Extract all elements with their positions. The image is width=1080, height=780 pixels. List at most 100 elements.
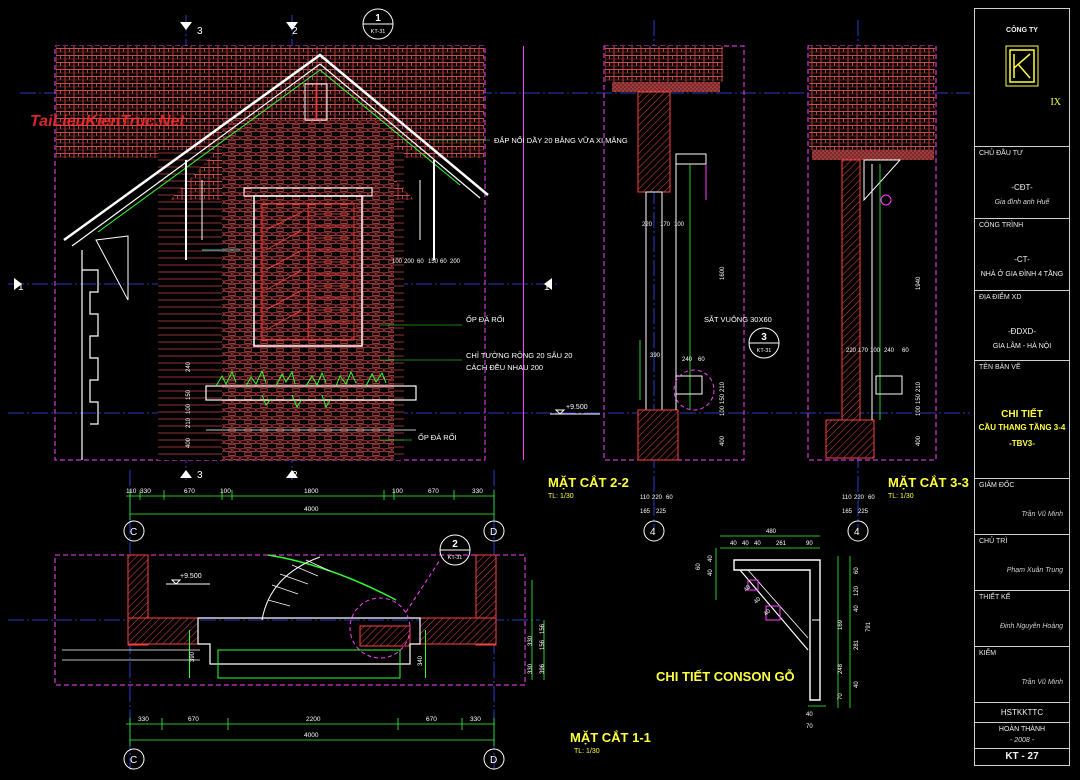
check-section: KIỂM Trần Vũ Minh xyxy=(975,647,1069,703)
level-marker-section: +9.500 xyxy=(566,404,588,411)
director-name: Trần Vũ Minh xyxy=(1021,511,1064,518)
company-logo xyxy=(1005,45,1039,87)
status-year: - 2008 - xyxy=(1009,737,1035,744)
dim-window-3: 60 xyxy=(417,259,424,265)
callout-2-ref: KT-31 xyxy=(448,555,463,561)
dim-plan-right-3: 156 xyxy=(540,639,546,650)
company-section: CÔNG TY IX xyxy=(975,9,1069,147)
dim-window-2: 200 xyxy=(404,259,415,265)
company-code: IX xyxy=(1050,97,1061,108)
dim-s22-vert-3: 100 xyxy=(720,405,726,416)
dim-elev-2: 330 xyxy=(140,488,151,495)
location-label: ĐỊA ĐIỂM XD xyxy=(979,294,1022,301)
callout-3-number: 3 xyxy=(761,332,767,343)
drawing-label: TÊN BẢN VẼ xyxy=(979,364,1021,371)
dim-console-right-2: 120 xyxy=(854,585,860,596)
dim-s22-vert-1: 1600 xyxy=(720,266,726,280)
dim-s22-small: 390 xyxy=(650,353,661,359)
dim-console-left-5: 40 xyxy=(743,584,752,593)
check-label: KIỂM xyxy=(979,650,997,657)
section-mark-2-bottom: 2 xyxy=(292,470,298,481)
file-code-section: HSTKKTTC xyxy=(975,703,1069,723)
grid-label-c-bottom: C xyxy=(130,755,137,766)
sheet-number-section: KT - 27 xyxy=(975,749,1069,766)
dim-console-top-5: 90 xyxy=(806,541,813,547)
note-groove-line2: CÁCH ĐỀU NHAU 200 xyxy=(466,362,543,372)
watermark-text: TaiLieuKienTruc.Net xyxy=(30,113,185,130)
callout-1-ref: KT-31 xyxy=(371,29,386,35)
note-stone-upper: ỐP ĐÁ RỐI xyxy=(466,314,505,324)
section-1-1-title: MẶT CẮT 1-1 xyxy=(570,730,651,745)
note-mortar: ĐẮP NỔI DẦY 20 BẰNG VỮA XI MĂNG xyxy=(494,135,628,145)
dim-console-left-6: 60 xyxy=(696,563,702,570)
dim-plan-inner-1: 390 xyxy=(190,651,196,662)
section-mark-1-right: 1 xyxy=(544,282,550,293)
dim-s33-mid-3: 100 xyxy=(870,348,881,354)
file-code: HSTKKTTC xyxy=(1000,708,1044,717)
dim-elev-vert-2: 150 xyxy=(186,389,192,400)
dim-s22-top-3: 100 xyxy=(674,222,685,228)
callout-1-number: 1 xyxy=(375,13,381,24)
location-section: ĐỊA ĐIỂM XD -ĐDXD- GIA LÂM - HÀ NỘI xyxy=(975,291,1069,361)
owner-label: CHỦ ĐẦU TƯ xyxy=(979,150,1023,157)
dim-elev-7: 670 xyxy=(428,488,439,495)
sheet-number: KT - 27 xyxy=(1005,751,1039,762)
dim-s22-bottom-3: 60 xyxy=(666,495,673,501)
dim-elev-6: 100 xyxy=(392,488,403,495)
level-markers xyxy=(166,409,600,585)
dim-plan-right-5: 330 xyxy=(528,663,534,674)
dim-plan-total: 4000 xyxy=(304,732,319,739)
dim-elev-3: 670 xyxy=(184,488,195,495)
dim-elev-vert-5: 400 xyxy=(186,437,192,448)
dim-window-6: 200 xyxy=(450,259,461,265)
status-label: HOÀN THÀNH xyxy=(998,726,1046,733)
grid-label-d-top: D xyxy=(490,527,497,538)
owner-section: CHỦ ĐẦU TƯ -CĐT- Gia đình anh Huế xyxy=(975,147,1069,219)
dim-elev-vert-4: 210 xyxy=(186,417,192,428)
console-detail-title: CHI TIẾT CONSON GỖ xyxy=(656,669,795,684)
grid-label-4-sec22: 4 xyxy=(650,527,656,538)
dim-console-right-6: 248 xyxy=(838,663,844,674)
dim-console-top-total: 480 xyxy=(766,529,777,535)
dim-plan-inner-2: 340 xyxy=(418,655,424,666)
section-3-3-title: MẶT CẮT 3-3 xyxy=(888,475,969,490)
callout-3-ref: KT-31 xyxy=(757,348,772,354)
dim-s22-vert-2: 150 xyxy=(720,393,726,404)
level-marker-plan: +9.500 xyxy=(180,573,202,580)
section-mark-3-bottom: 3 xyxy=(197,470,203,481)
dim-console-top-4: 261 xyxy=(776,541,787,547)
dim-console-right-1: 60 xyxy=(854,567,860,574)
lead-name: Phạm Xuân Trung xyxy=(1006,567,1063,574)
dim-s22-bottom-2: 220 xyxy=(652,495,663,501)
dim-window-1: 100 xyxy=(392,259,403,265)
grid-label-d-bottom: D xyxy=(490,755,497,766)
dim-console-top-3: 40 xyxy=(754,541,761,547)
grid-label-c-top: C xyxy=(130,527,137,538)
dim-s33-bottom-1: 110 xyxy=(842,495,852,501)
dim-console-right-3: 40 xyxy=(854,605,860,612)
dim-console-bottom-2: 70 xyxy=(806,724,813,730)
dim-plan-right-1: 330 xyxy=(528,635,534,646)
dim-s33-bottom-5: 225 xyxy=(858,509,869,515)
dim-console-right-8: 70 xyxy=(838,693,844,700)
dim-plan-3: 2200 xyxy=(306,716,321,723)
owner-name: Gia đình anh Huế xyxy=(994,199,1050,206)
dim-s33-vert-3: 100 xyxy=(916,405,922,416)
dim-s22-bottom-1: 110 xyxy=(640,495,650,501)
section-3-3-scale: TL: 1/30 xyxy=(888,493,914,500)
section-callout-bubbles xyxy=(362,8,780,566)
location-code: -ĐDXD- xyxy=(1008,327,1036,336)
section-mark-3-top: 3 xyxy=(197,26,203,37)
design-name: Đinh Nguyên Hoàng xyxy=(999,623,1063,630)
dim-s33-bottom-4: 165 xyxy=(842,509,853,515)
dim-plan-4: 670 xyxy=(426,716,437,723)
company-label: CÔNG TY xyxy=(1006,27,1038,34)
console-detail-drawing xyxy=(715,535,851,708)
dim-s33-vert-4: 210 xyxy=(916,381,922,392)
project-section: CÔNG TRÌNH -CT- NHÀ Ở GIA ĐÌNH 4 TẦNG xyxy=(975,219,1069,291)
dim-console-left-4: 40 xyxy=(763,608,772,617)
dim-console-right-total: 791 xyxy=(866,621,872,632)
note-groove-line1: CHỈ TƯỜNG RỘNG 20 SÂU 20 xyxy=(466,351,572,360)
title-block: CÔNG TY IX CHỦ ĐẦU TƯ -CĐT- Gia đình anh… xyxy=(974,8,1070,766)
